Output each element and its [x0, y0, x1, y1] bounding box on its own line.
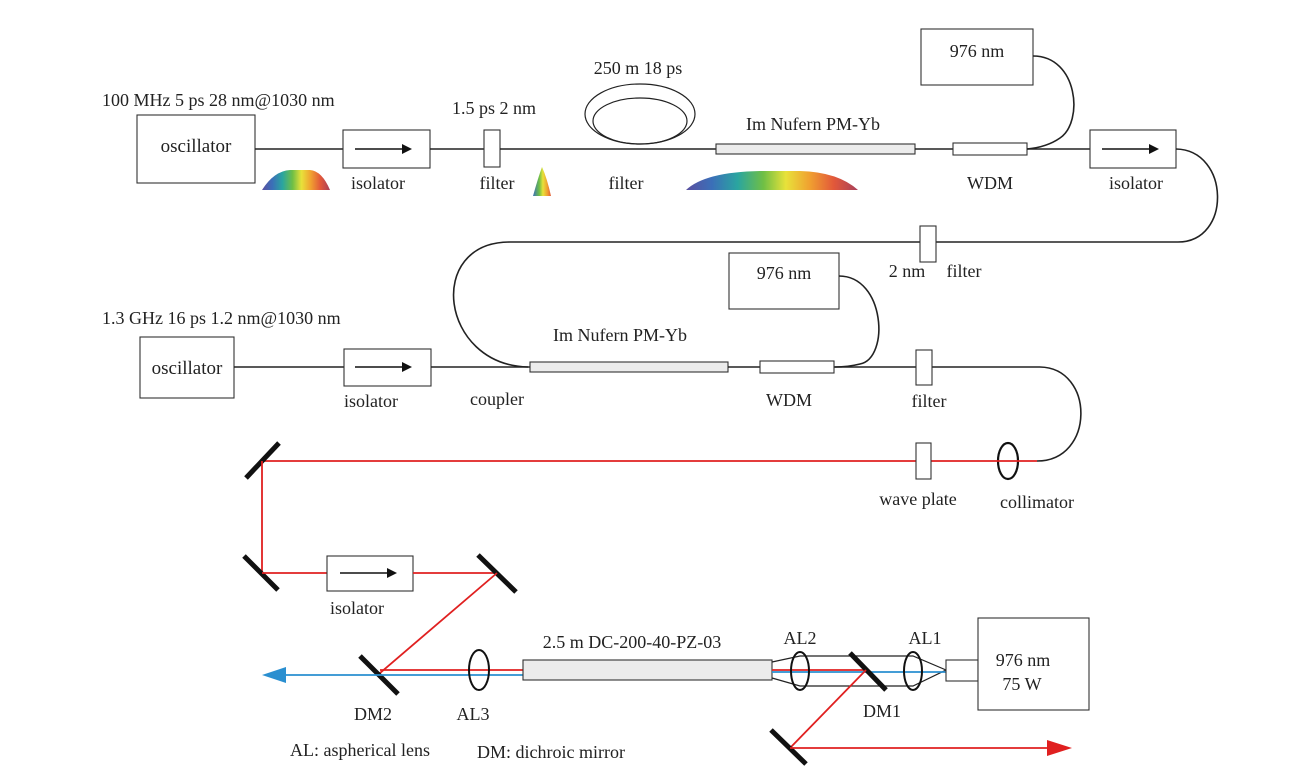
rainbow-spectrum-icon	[686, 171, 858, 190]
filter1-spec: 1.5 ps 2 nm	[452, 98, 536, 118]
pump2-fiber	[834, 275, 880, 368]
al2-lens-icon	[790, 651, 810, 691]
fiber-coil-spec: 250 m 18 ps	[594, 58, 683, 78]
gain-fiber1-label: Im Nufern PM-Yb	[746, 114, 880, 134]
isolator4-label: isolator	[330, 598, 384, 618]
wave-plate-box	[915, 442, 932, 480]
coupler-label: coupler	[470, 389, 524, 409]
al1-label: AL1	[909, 628, 942, 648]
oscillator2-spec: 1.3 GHz 16 ps 1.2 nm@1030 nm	[102, 308, 341, 328]
rainbow-spectrum-icon	[533, 167, 551, 196]
main-gain-fiber-label: 2.5 m DC-200-40-PZ-03	[543, 632, 722, 652]
collimator-label: collimator	[1000, 492, 1074, 512]
pump-connector	[945, 659, 979, 682]
filter3-box	[919, 225, 937, 263]
mirror-icon	[242, 554, 280, 592]
al1-lens-icon	[903, 651, 923, 691]
filter2-label: filter	[609, 173, 644, 193]
gain-fiber1	[715, 143, 916, 155]
oscillator1-label: oscillator	[161, 136, 232, 157]
oscillator1-spec: 100 MHz 5 ps 28 nm@1030 nm	[102, 90, 335, 110]
pump2-label: 976 nm	[757, 263, 812, 283]
pump3-label-line1: 976 nm	[996, 650, 1051, 670]
isolator3-label: isolator	[344, 391, 398, 411]
signal-output-arrow-icon	[1047, 740, 1072, 756]
wave-plate-label: wave plate	[879, 489, 956, 509]
dm1-mirror-icon	[848, 651, 888, 692]
legend-al: AL: aspherical lens	[290, 740, 430, 760]
wdm2-label: WDM	[766, 390, 812, 410]
pump1-box	[920, 28, 1034, 86]
filter4-label: filter	[912, 391, 947, 411]
legend-dm: DM: dichroic mirror	[477, 742, 625, 762]
isolator1-label: isolator	[351, 173, 405, 193]
oscillator1-box	[136, 114, 256, 184]
pump1-fiber	[1026, 55, 1075, 150]
pump3-box	[977, 617, 1090, 711]
wdm1-label: WDM	[967, 173, 1013, 193]
filter1-label: filter	[480, 173, 515, 193]
wdm1-box	[952, 142, 1028, 156]
main-gain-fiber	[522, 659, 773, 681]
pump1-label: 976 nm	[950, 41, 1005, 61]
output-arrow-icon	[262, 667, 286, 683]
al3-lens-icon	[468, 649, 490, 691]
rainbow-spectrum-icon	[262, 170, 330, 190]
fiber-loop	[452, 148, 1219, 368]
gain-fiber2	[529, 361, 729, 373]
al2-label: AL2	[784, 628, 817, 648]
al3-label: AL3	[457, 704, 490, 724]
signal-beam	[789, 669, 867, 749]
isolator2-label: isolator	[1109, 173, 1163, 193]
fiber-coil-inner	[592, 97, 688, 145]
filter4-box	[915, 349, 933, 386]
signal-beam	[379, 572, 498, 674]
oscillator2-label: oscillator	[152, 358, 223, 379]
oscillator2-box	[139, 336, 235, 399]
pump3-label-line2: 75 W	[1002, 674, 1041, 694]
pump2-box	[728, 252, 840, 310]
dm2-label: DM2	[354, 704, 392, 724]
mirror-icon	[244, 441, 281, 480]
gain-fiber2-label: Im Nufern PM-Yb	[553, 325, 687, 345]
mirror-icon	[769, 728, 808, 766]
filter1-box	[483, 129, 501, 168]
fiber-coil-icon	[584, 83, 696, 145]
dm1-label: DM1	[863, 701, 901, 721]
filter3-label: filter	[947, 261, 982, 281]
fiber-loop-to-collimator	[1036, 366, 1082, 462]
filter3-spec: 2 nm	[889, 261, 926, 281]
wdm2-box	[759, 360, 835, 374]
